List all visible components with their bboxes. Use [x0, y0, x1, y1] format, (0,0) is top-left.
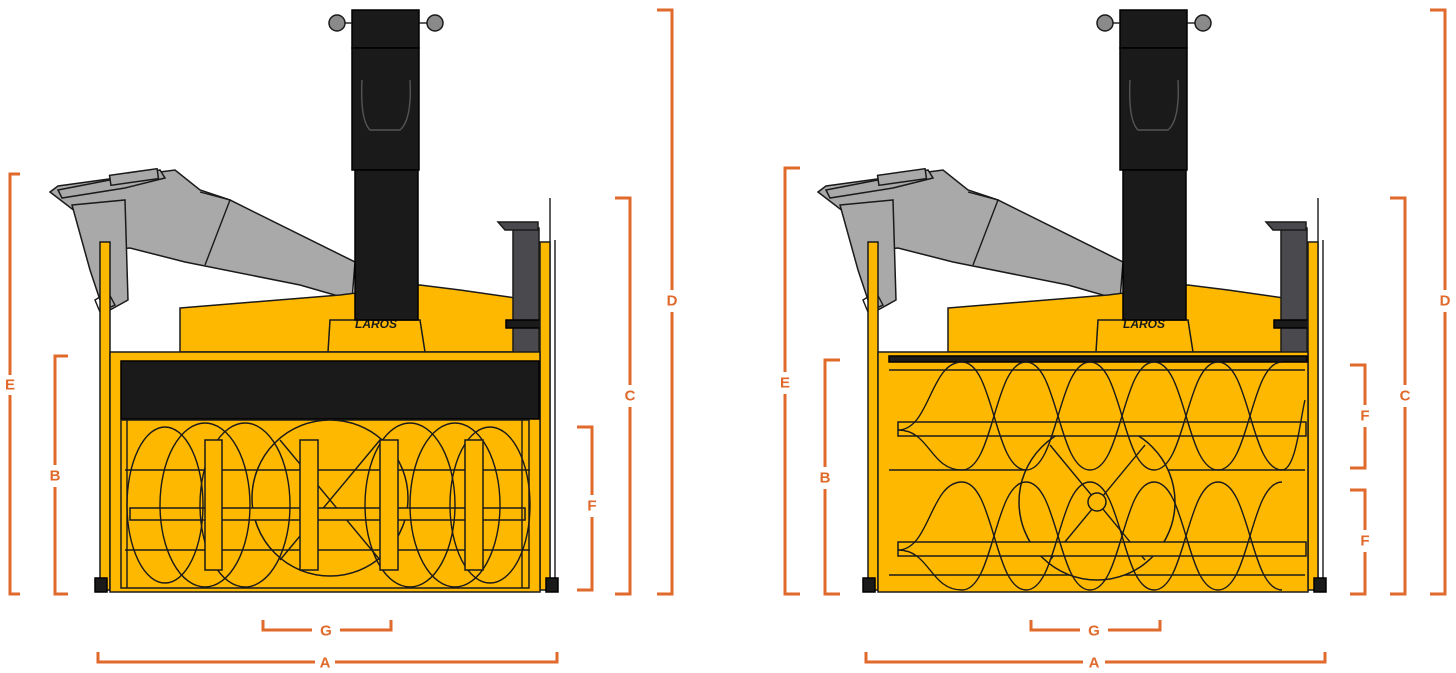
housing-top-band	[888, 355, 1308, 363]
dim-label-G: G	[1088, 623, 1100, 640]
left-side-rail	[99, 241, 111, 591]
chute-knob-left-icon	[1096, 14, 1114, 32]
dim-label-D: D	[667, 293, 678, 310]
dim-label-D: D	[1440, 293, 1451, 310]
snowblower-view-left: LAROS	[5, 8, 678, 672]
housing-top-band	[120, 360, 540, 420]
skid-shoe-left-icon	[862, 577, 876, 593]
dim-label-G: G	[320, 623, 332, 640]
skid-shoe-right-icon	[545, 577, 559, 593]
left-side-rail	[867, 241, 879, 591]
skid-shoe-right-icon	[1313, 577, 1327, 593]
dimension-lines-right	[783, 8, 1447, 664]
dim-label-C: C	[1400, 388, 1411, 405]
right-side-rail	[539, 241, 551, 591]
dim-label-E: E	[5, 377, 15, 394]
dim-label-E: E	[780, 375, 790, 392]
dim-label-F: F	[587, 498, 596, 515]
dim-label-A: A	[1089, 655, 1100, 672]
dim-label-F-upper: F	[1360, 408, 1369, 425]
dim-label-B: B	[820, 470, 831, 487]
auger-shaft	[129, 507, 526, 521]
side-post	[1264, 198, 1324, 590]
chute-knob-left-icon	[328, 14, 346, 32]
lift-arm	[48, 167, 356, 313]
chute-knob-right-icon	[426, 14, 444, 32]
auger-flights	[126, 422, 531, 588]
dimension-lines-left	[8, 8, 674, 664]
discharge-chute	[1096, 9, 1212, 321]
right-side-rail	[1307, 241, 1319, 591]
dim-label-A: A	[320, 655, 331, 672]
impeller-hub-icon	[1087, 492, 1107, 512]
lift-arm	[816, 167, 1124, 313]
chute-knob-right-icon	[1194, 14, 1212, 32]
snowblower-view-right: LAROS	[780, 8, 1451, 672]
dim-label-B: B	[50, 468, 61, 485]
lower-auger	[897, 481, 1307, 591]
upper-auger	[897, 361, 1307, 471]
discharge-chute	[328, 9, 444, 321]
skid-shoe-left-icon	[94, 577, 108, 593]
dim-label-F-lower: F	[1360, 533, 1369, 550]
dim-label-C: C	[625, 388, 636, 405]
